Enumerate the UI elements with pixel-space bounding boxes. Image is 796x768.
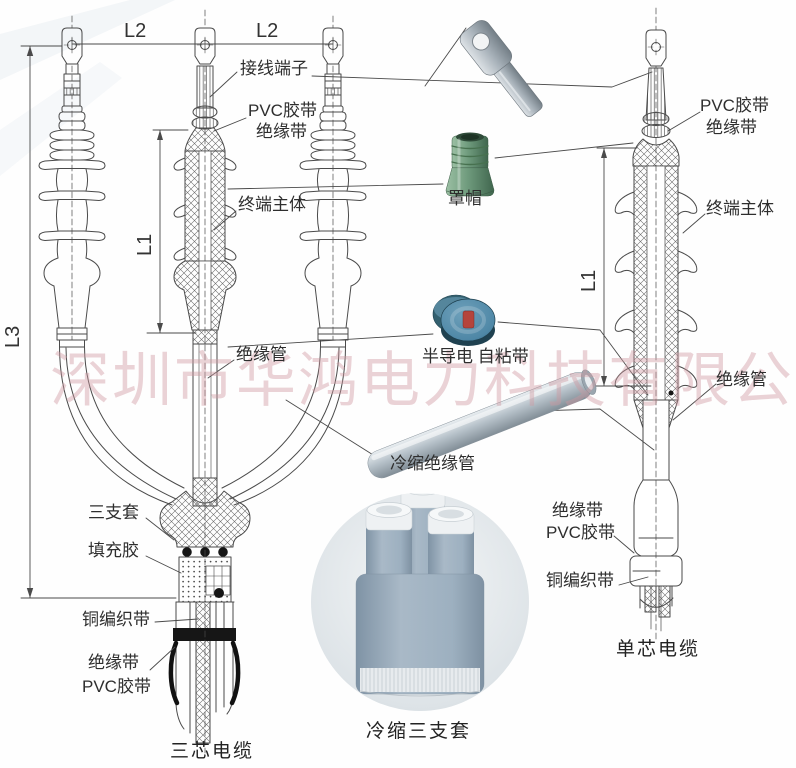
label-semicon-tape: 半导电 自粘带: [422, 347, 529, 366]
dimension-lines: [20, 37, 652, 599]
label-filler-glue: 填充胶: [88, 541, 139, 560]
caption-three-core-cable: 三芯电缆: [170, 741, 255, 762]
label-pvc-tape-top-left-1: PVC胶带: [248, 101, 317, 120]
semicon-tape-photo: [432, 294, 496, 346]
label-termination-body-left: 终端主体: [238, 195, 306, 214]
dim-l1-left: L1: [134, 233, 156, 256]
three-core-drawing: [39, 9, 366, 754]
label-cold-shrink-tube: 冷缩绝缘管: [390, 454, 475, 473]
cold-shrink-boot-photo: [311, 493, 529, 711]
dim-l2-left: L2: [124, 20, 147, 42]
dim-l1-right: L1: [578, 269, 600, 292]
label-pvc-tape-top-right-1: PVC胶带: [700, 96, 769, 115]
single-core-drawing: [614, 7, 698, 643]
background-streaks: [0, 0, 175, 176]
leader-lines: [145, 27, 717, 671]
dim-l3: L3: [2, 325, 24, 348]
cap-photo: [445, 132, 495, 197]
label-three-way-boot: 三支套: [88, 503, 139, 522]
label-insulation-tube-right: 绝缘管: [716, 370, 767, 389]
label-copper-braid-left: 铜编织带: [82, 610, 150, 629]
label-ins-tape-bottom-right-1: 绝缘带: [552, 501, 603, 520]
label-cap: 罩帽: [448, 189, 482, 208]
terminal-lug-photo: [459, 20, 543, 117]
label-copper-braid-right: 铜编织带: [546, 571, 614, 590]
label-ins-tape-bottom-right-2: PVC胶带: [546, 523, 615, 542]
label-ins-tape-bottom-left-1: 绝缘带: [88, 653, 139, 672]
cold-shrink-tube-photo: [367, 369, 597, 479]
dim-l2-right: L2: [256, 20, 279, 42]
label-pvc-tape-top-left-2: 绝缘带: [256, 122, 307, 141]
label-insulation-tube-left: 绝缘管: [236, 345, 287, 364]
label-termination-body-right: 终端主体: [706, 199, 774, 218]
label-ins-tape-bottom-left-2: PVC胶带: [82, 677, 151, 696]
label-pvc-tape-top-right-2: 绝缘带: [706, 118, 757, 137]
caption-cold-shrink-boot: 冷缩三支套: [366, 721, 472, 742]
caption-single-core-cable: 单芯电缆: [616, 639, 701, 660]
label-terminal-lug: 接线端子: [240, 59, 308, 78]
